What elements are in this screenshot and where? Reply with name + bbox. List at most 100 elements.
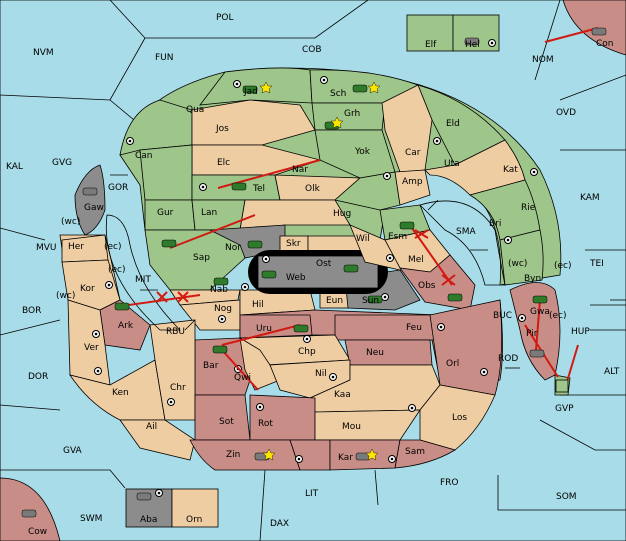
label-fro: FRO	[440, 478, 459, 488]
label-elc: Elc	[217, 158, 230, 168]
label-orn: Orn	[186, 515, 202, 525]
label-skr: Skr	[286, 239, 301, 249]
label-ken: Ken	[112, 388, 129, 398]
label-eld: Eld	[446, 119, 460, 129]
label-rot: Rot	[258, 419, 273, 429]
label-kat: Kat	[503, 165, 518, 175]
label-kal: KAL	[6, 162, 23, 172]
label-ec-byn: (ec)	[554, 261, 572, 271]
label-amp: Amp	[402, 177, 423, 187]
label-buc: BUC	[493, 311, 512, 321]
label-feu: Feu	[406, 323, 422, 333]
label-hup: HUP	[571, 327, 590, 337]
label-bri: Bri	[489, 219, 501, 229]
label-grh: Grh	[344, 109, 360, 119]
label-lit: LIT	[305, 489, 319, 499]
label-obs: Obs	[418, 281, 436, 291]
label-chp: Chp	[298, 347, 316, 357]
label-wc-gaw: (wc)	[61, 217, 80, 227]
label-pir: Pir	[526, 329, 538, 339]
label-can: Can	[135, 151, 153, 161]
label-byn: Byn	[524, 274, 541, 284]
label-ver: Ver	[84, 343, 99, 353]
inlet-sma	[419, 200, 506, 286]
label-nil: Nil	[315, 369, 327, 379]
region-gaw[interactable]	[74, 164, 106, 236]
label-wc-byn: (wc)	[508, 259, 527, 269]
label-rod: ROD	[498, 354, 518, 364]
inlet-mit-rbu	[105, 214, 181, 331]
label-tel: Tel	[252, 184, 265, 194]
label-sun: Sun	[362, 296, 379, 306]
unit-icons	[21, 27, 607, 518]
label-orl: Orl	[446, 359, 459, 369]
label-nog: Nog	[214, 304, 232, 314]
label-hel: Hel	[465, 40, 480, 50]
label-sma: SMA	[456, 227, 476, 237]
label-rie: Rie	[521, 203, 536, 213]
label-los: Los	[452, 413, 467, 423]
label-nab: Nab	[210, 285, 228, 295]
region-ail[interactable]	[119, 419, 196, 461]
connection-arrows	[110, 174, 520, 369]
label-tei: TEI	[589, 259, 604, 269]
label-mvu: MVU	[36, 243, 57, 253]
label-wil: Wil	[356, 234, 370, 244]
label-qwi: Qwi	[234, 373, 251, 383]
label-chr: Chr	[170, 383, 186, 393]
region-gwa-pir[interactable]	[509, 282, 561, 381]
label-sot: Sot	[219, 417, 234, 427]
label-gaw: Gaw	[84, 203, 104, 213]
label-rbu: RBU	[166, 327, 185, 337]
label-hug: Hug	[333, 209, 351, 219]
label-mou: Mou	[342, 422, 361, 432]
label-ec-her: (ec)	[104, 242, 122, 252]
label-esm: Esm	[388, 232, 407, 242]
region-rot[interactable]	[249, 394, 316, 441]
label-con: Con	[596, 39, 614, 49]
label-gvg: GVG	[52, 158, 72, 168]
region-web[interactable]	[257, 255, 379, 289]
label-dor: DOR	[28, 372, 48, 382]
label-dax: DAX	[270, 519, 289, 529]
label-ec-kor: (ec)	[108, 265, 126, 275]
label-som: SOM	[556, 492, 577, 502]
label-web: Web	[286, 273, 306, 283]
label-qua: Qua	[186, 105, 204, 115]
label-car: Car	[405, 148, 421, 158]
label-ec-gwa: (ec)	[549, 311, 567, 321]
label-alt: ALT	[604, 367, 620, 377]
label-ail: Ail	[146, 422, 157, 432]
label-kam: KAM	[580, 193, 600, 203]
label-nom: NOM	[532, 55, 554, 65]
region-neu[interactable]	[344, 339, 433, 366]
region-sam[interactable]	[394, 439, 456, 469]
label-aba: Aba	[140, 515, 157, 525]
label-eun: Eun	[326, 296, 343, 306]
label-kaa: Kaa	[334, 390, 351, 400]
region-orl[interactable]	[429, 299, 503, 396]
label-gur: Gur	[157, 208, 174, 218]
label-cow: Cow	[28, 527, 47, 537]
label-nor: Nor	[225, 243, 241, 253]
label-nar: Nar	[292, 165, 308, 175]
label-bor: BOR	[22, 306, 41, 316]
label-sam: Sam	[405, 447, 425, 457]
label-yok: Yok	[354, 147, 371, 157]
label-lan: Lan	[201, 208, 217, 218]
region-chr[interactable]	[149, 319, 196, 421]
region-uru[interactable]	[239, 314, 313, 339]
label-mel: Mel	[408, 255, 424, 265]
region-ver[interactable]	[67, 299, 111, 386]
label-cob: COB	[302, 45, 322, 55]
label-fun: FUN	[155, 53, 174, 63]
label-zin: Zin	[226, 450, 240, 460]
label-pol: POL	[216, 13, 234, 23]
region-qwi[interactable]	[239, 337, 281, 391]
label-sch: Sch	[330, 89, 346, 99]
label-ost: Ost	[316, 259, 332, 269]
region-orn[interactable]	[171, 488, 219, 528]
label-olk: Olk	[305, 184, 321, 194]
label-kor: Kor	[80, 284, 95, 294]
